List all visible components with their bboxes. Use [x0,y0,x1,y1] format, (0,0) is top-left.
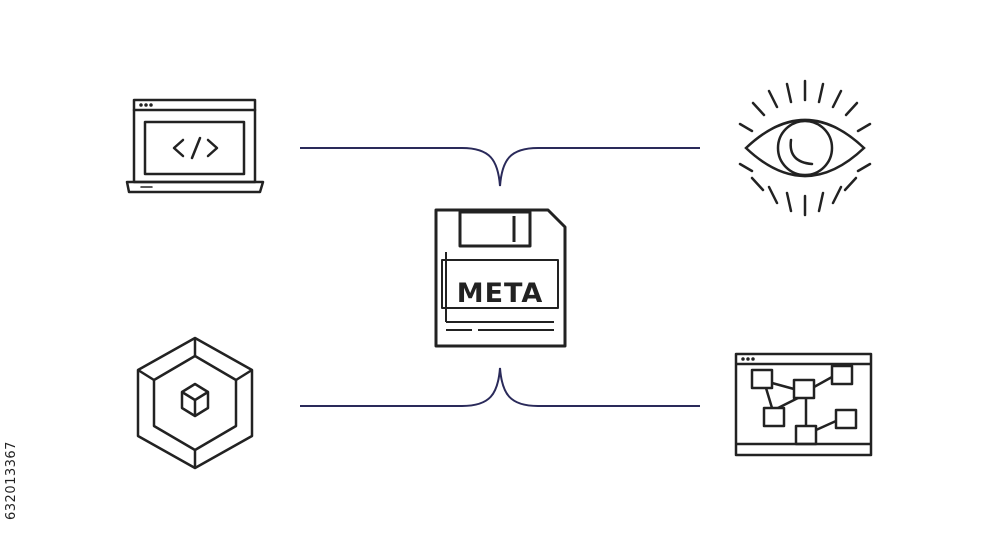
code-laptop-icon [125,98,265,194]
cube-in-hexagon-icon [136,336,254,470]
connector-top [300,147,700,187]
flowchart-window-icon [734,352,873,457]
connector-lines [300,147,700,407]
eye-lashes [738,79,872,217]
eye-vision-icon [738,79,872,217]
meta-label: META [457,278,544,309]
connector-bottom [300,367,700,407]
stock-image-id: 632013367 [4,441,19,520]
floppy-disk-icon: META [434,208,567,348]
